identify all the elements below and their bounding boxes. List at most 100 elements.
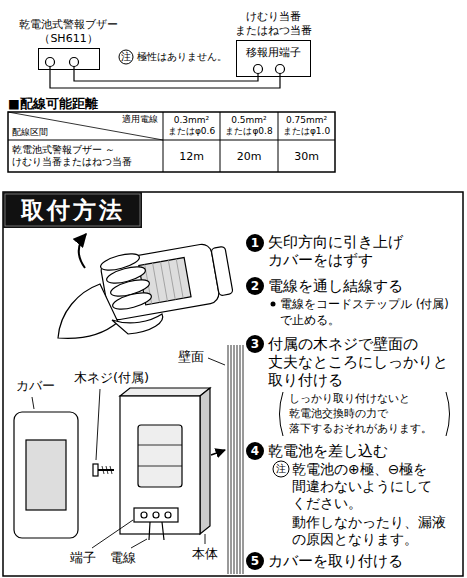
step-markers-part: [246, 442, 264, 460]
hand-illustration-part-part: [160, 262, 167, 301]
note-circle: [119, 50, 133, 64]
table-header: 0.5mm² またはφ0.8: [221, 115, 277, 137]
hand-illustration-part-part: [168, 260, 175, 299]
step-text: カバーを取り付ける: [268, 552, 460, 570]
terminal-symbols: [38, 48, 100, 70]
table-cell: 12m: [164, 150, 220, 163]
leader-lines-part: [208, 358, 225, 365]
terminal-box: けむり当番 またはねつ当番移報用端子: [236, 40, 311, 77]
exploded-view-part: [120, 388, 210, 396]
exploded-view-part: [243, 345, 244, 574]
note-text: 極性はありません。: [137, 50, 237, 64]
note-circle-part: [119, 50, 133, 64]
leader-lines-part: [96, 389, 100, 460]
terminal-circle: [253, 64, 262, 73]
terminal-circle: [45, 57, 54, 66]
part-label: 壁面: [178, 349, 208, 365]
step-markers-part: [246, 335, 264, 353]
table-header: 0.3mm² またはφ0.6: [164, 115, 220, 137]
caution-text: 乾電池の⊕極、⊖極を 間違わないようにして ください。: [292, 461, 460, 512]
step-number: 2: [246, 277, 264, 295]
step-number: 5: [246, 552, 264, 570]
distance-table-part: [278, 112, 279, 172]
hand-illustration-part: [100, 240, 235, 321]
exploded-view-part: [106, 466, 108, 474]
step-markers-part: [271, 302, 276, 307]
part-label: 電線: [110, 550, 140, 566]
exploded-view-part: [237, 345, 238, 574]
step-markers-part: [246, 277, 264, 295]
exploded-view-part: [211, 450, 225, 455]
step-markers-part: [273, 461, 289, 477]
section-frame-part: [3, 192, 142, 228]
table-header: 適用電線: [100, 114, 158, 125]
part-label: 端子: [70, 550, 100, 566]
buzzer-box: 乾電池式警報ブザー （SH611）: [38, 48, 100, 70]
step-text: 矢印方向に引き上げ カバーをはずす: [268, 233, 460, 269]
step-number: 3: [246, 335, 264, 353]
distance-table: [8, 112, 335, 172]
terminal-lead: [257, 73, 258, 77]
step-markers-part: [246, 552, 264, 570]
hand-illustration: [58, 234, 234, 338]
exploded-view: [14, 345, 243, 574]
terminal-circle: [275, 64, 284, 73]
section-frame-part: [3, 192, 463, 576]
exploded-view-part: [102, 466, 104, 474]
leader-lines-part: [92, 520, 133, 548]
node-text: 移報用端子: [240, 43, 307, 60]
section-frame: [3, 192, 463, 576]
step-text: 電線を通し結線する: [268, 277, 460, 295]
part-label: 木ネジ(付属): [74, 370, 174, 386]
table-cell: 乾電池式警報ブザー ～けむり当番またはねつ当番: [12, 144, 162, 168]
exploded-view-part: [141, 512, 147, 518]
node-heading: けむり当番 またはねつ当番: [231, 10, 315, 38]
step-number: 4: [246, 442, 264, 460]
part-label: カバー: [16, 378, 66, 394]
leader-lines: [32, 358, 225, 548]
note-mark: 注: [119, 50, 133, 64]
step-note: しっかり取り付けないと 乾電池交換時の力で 落下するおそれがあります。: [289, 391, 444, 436]
hand-illustration-part: [58, 284, 118, 338]
exploded-view-part: [200, 388, 210, 534]
leader-lines-part: [205, 534, 206, 544]
exploded-view-part: [120, 396, 200, 534]
exploded-view-part: [165, 512, 171, 518]
step-note: 電線をコードステップル (付属)で止める。: [280, 296, 458, 328]
hand-illustration-part: [79, 234, 86, 268]
step-markers-part: [446, 392, 450, 436]
exploded-view-part: [110, 466, 112, 474]
distance-table-part: [220, 112, 221, 172]
exploded-view-part: [93, 464, 98, 476]
wire: [74, 70, 258, 81]
exploded-view-part: [98, 469, 114, 471]
section-title: 取付方法: [3, 192, 142, 228]
table-cell: 30m: [279, 150, 335, 163]
node-heading: 乾電池式警報ブザー （SH611）: [14, 18, 124, 46]
hand-illustration-part-part: [211, 246, 233, 296]
hand-illustration-part: [111, 290, 153, 313]
caution-text: 動作しなかったり、漏液 の原因となります。: [292, 514, 460, 548]
step-number: 1: [246, 234, 264, 252]
terminal-lead: [73, 66, 74, 70]
table-header: 0.75mm² またはφ1.0: [279, 115, 335, 137]
leader-lines-part: [131, 539, 147, 548]
exploded-view-part: [138, 466, 182, 467]
exploded-view-part: [138, 425, 182, 487]
step-text: 付属の木ネジで壁面の 丈夫なところにしっかりと 取り付ける: [268, 335, 460, 389]
terminal-circle: [69, 57, 78, 66]
exploded-view-part: [231, 345, 232, 574]
hand-illustration-part: [112, 314, 163, 334]
terminal-lead: [49, 66, 50, 70]
step-text: 乾電池を差し込む: [268, 442, 460, 460]
hand-illustration-part-part: [176, 259, 183, 298]
part-label: 本体: [192, 546, 224, 562]
exploded-view-part: [134, 508, 178, 522]
exploded-view-part: [240, 345, 241, 574]
exploded-view-part: [153, 512, 159, 518]
note-mark: 注: [273, 462, 289, 476]
table-header: 配線区間: [12, 127, 72, 138]
leader-lines-part: [32, 397, 34, 409]
hand-illustration-part-part: [153, 263, 160, 302]
